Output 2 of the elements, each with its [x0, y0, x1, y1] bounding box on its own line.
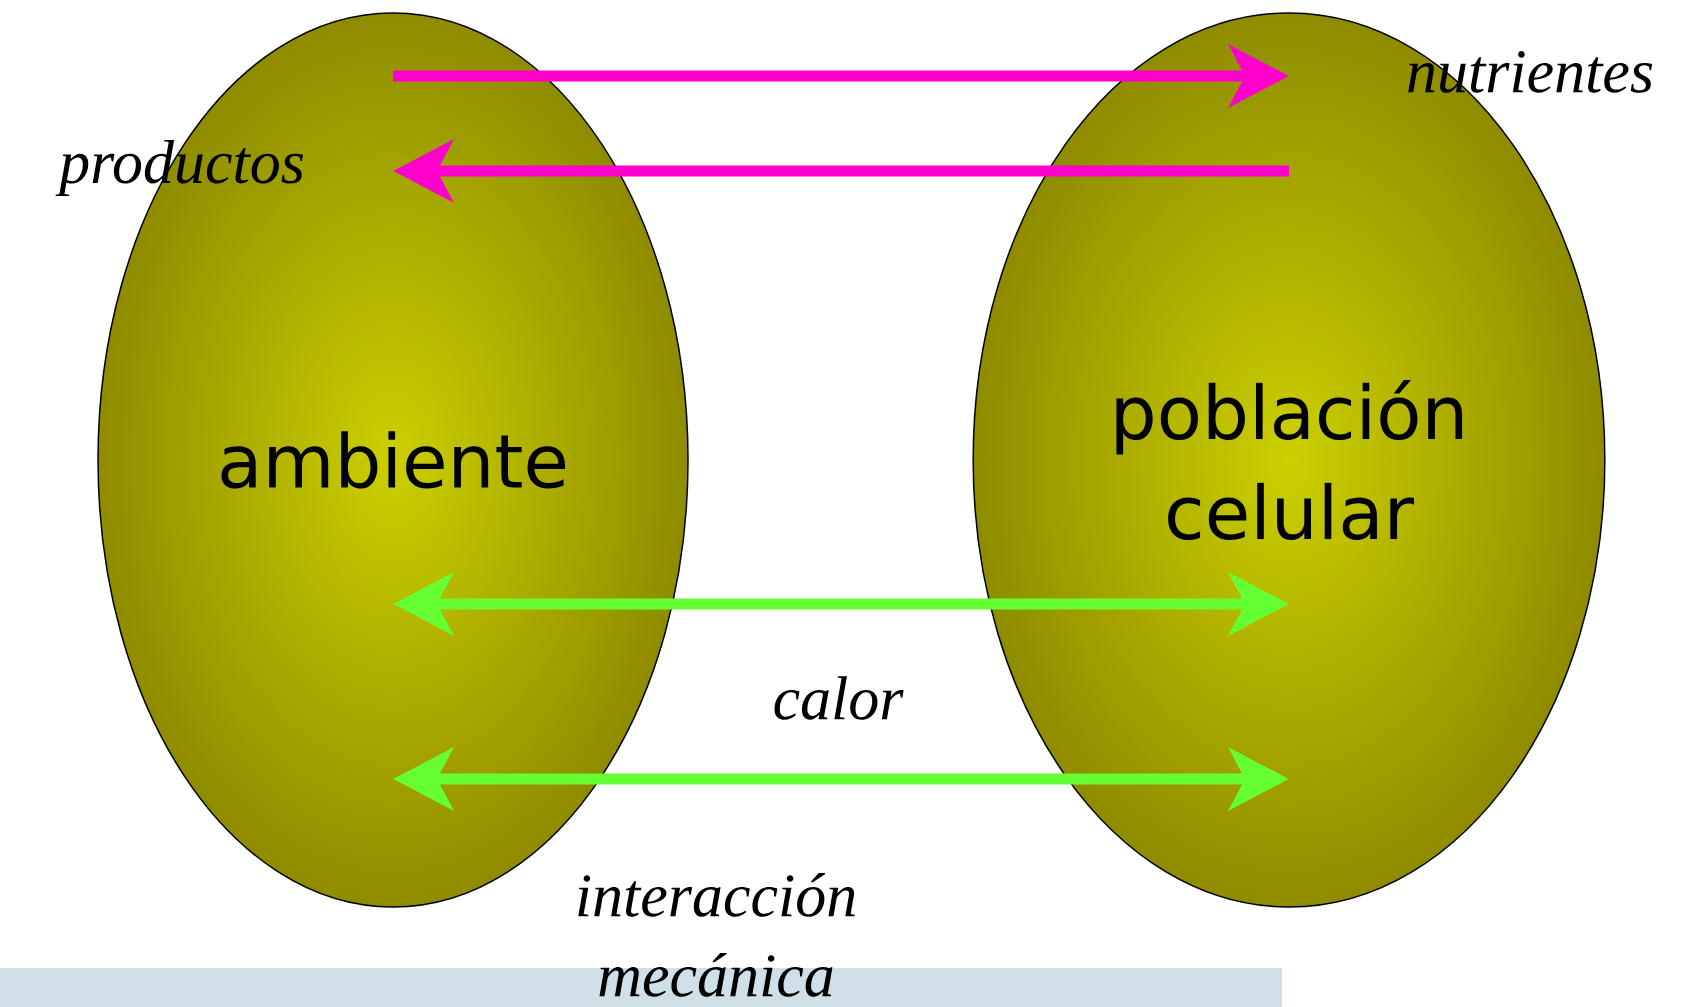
edge-label: calor: [774, 676, 904, 720]
edge-label: interacción mecánica: [578, 873, 855, 997]
